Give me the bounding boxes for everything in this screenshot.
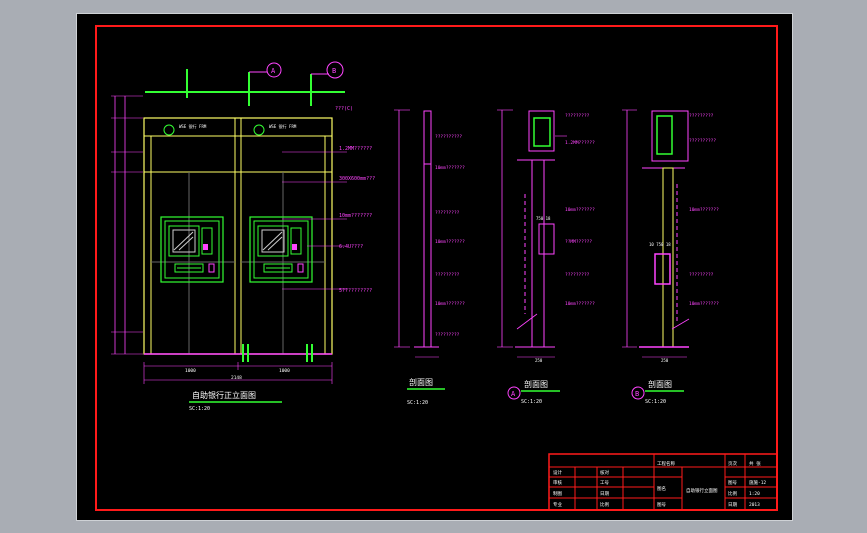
tb-r4-a: 专业 <box>553 501 562 508</box>
callout-a-label: A <box>271 67 276 75</box>
a-note-1: ????????? <box>565 113 590 119</box>
front-elevation: A B <box>111 61 375 412</box>
sign-text-right: WSE 银行 FRM <box>269 123 297 129</box>
atm-left <box>160 216 224 283</box>
section-a-title: 剖面图 <box>524 379 548 389</box>
tb-r1-a: 设计 <box>553 469 562 476</box>
tb-rc3-a: 比例 <box>728 490 737 497</box>
a-note-3: 10mm??????? <box>565 207 595 213</box>
front-view-title: 自助银行正立面图 <box>192 390 256 400</box>
section-b-marker-circle <box>631 386 645 400</box>
tb-r3-b: 日期 <box>600 491 609 497</box>
side-note-3: ????????? <box>435 210 460 216</box>
section-a-marker-circle <box>507 386 521 400</box>
front-note-4: 10mm??????? <box>339 213 372 219</box>
dim-bottom-total: 2148 <box>231 375 242 381</box>
title-block: 设计 核对 审核 工号 制图 日期 专业 比例 工程名称 图名 图号 自助银行立… <box>548 453 778 511</box>
section-a-marker: A <box>511 390 516 398</box>
a-note-4: ??MM?????? <box>565 239 592 245</box>
front-note-5: 6.4U???? <box>339 244 363 250</box>
side-view-title: 剖面图 <box>409 377 433 387</box>
section-b: ????????? ?????????? 10mm??????? ???????… <box>622 109 719 405</box>
a-dim-bottom: 250 <box>535 358 543 363</box>
section-b-scale: SC:1:20 <box>645 399 666 405</box>
side-note-7: ????????? <box>435 332 460 338</box>
b-note-5: 10mm??????? <box>689 301 719 307</box>
a-small-label: 750 18 <box>536 216 551 221</box>
b-dim-bottom: 250 <box>661 358 669 363</box>
b-note-4: ????????? <box>689 272 714 278</box>
tb-rc4-b: 2013 <box>749 502 760 508</box>
drawing-sheet: A B <box>76 13 793 521</box>
a-note-6: 10mm??????? <box>565 301 595 307</box>
a-note-5: ????????? <box>565 272 590 278</box>
tb-rc3-b: 1:20 <box>749 491 760 497</box>
sign-text-left: WSE 银行 FRM <box>179 123 207 129</box>
tb-r3-a: 制图 <box>553 490 562 497</box>
front-view-scale: SC:1:20 <box>189 406 210 412</box>
atm-right <box>249 216 313 283</box>
callout-b-circle <box>326 61 344 79</box>
tb-rc4-a: 日期 <box>728 502 737 508</box>
side-note-2: 10mm??????? <box>435 165 465 171</box>
front-note-2: 1.2MM?????? <box>339 146 372 152</box>
side-view-scale: SC:1:20 <box>407 400 428 406</box>
section-a-scale: SC:1:20 <box>521 399 542 405</box>
side-note-5: ????????? <box>435 272 460 278</box>
callout-b-label: B <box>332 67 336 75</box>
section-b-marker: B <box>635 390 639 398</box>
callout-a-circle <box>266 62 282 78</box>
tb-drawing-name: 自助银行立面图 <box>686 487 718 494</box>
side-note-6: 10mm??????? <box>435 301 465 307</box>
tb-rc1-b: 共 张 <box>749 460 761 467</box>
dim-bottom-1: 1000 <box>185 368 196 374</box>
section-a: ????????? 1.2MM?????? 10mm??????? ??MM??… <box>497 109 595 405</box>
front-note-6: 5?????????? <box>339 288 372 294</box>
front-note-3: 300X600mm??? <box>339 176 375 182</box>
tb-r2-b: 工号 <box>600 480 609 486</box>
b-note-2: ?????????? <box>689 138 716 144</box>
tb-rc2-b: 施施-12 <box>749 479 766 486</box>
tb-rc2-a: 图号 <box>728 480 737 486</box>
tb-name-label: 图名 <box>657 485 666 492</box>
tb-project: 工程名称 <box>657 460 675 467</box>
b-small-label: 10 750 18 <box>649 242 671 247</box>
dim-bottom-2: 1000 <box>279 368 290 374</box>
side-note-1: ?????????? <box>435 134 462 140</box>
b-note-1: ????????? <box>689 113 714 119</box>
tb-r1-b: 核对 <box>600 469 609 476</box>
tb-number-label: 图号 <box>657 502 666 508</box>
section-side: ?????????? 10mm??????? ????????? 10mm???… <box>394 109 465 406</box>
b-note-3: 10mm??????? <box>689 207 719 213</box>
drawing-frame <box>95 25 778 511</box>
tb-r2-a: 审核 <box>553 479 562 486</box>
cad-drawing: A B <box>95 25 778 511</box>
tb-rc1-a: 页次 <box>728 460 737 467</box>
section-b-title: 剖面图 <box>648 379 672 389</box>
front-note-1: ???(C) <box>335 106 353 112</box>
tb-r4-b: 比例 <box>600 501 609 508</box>
a-note-2: 1.2MM?????? <box>565 140 595 146</box>
side-note-4: 10mm??????? <box>435 239 465 245</box>
